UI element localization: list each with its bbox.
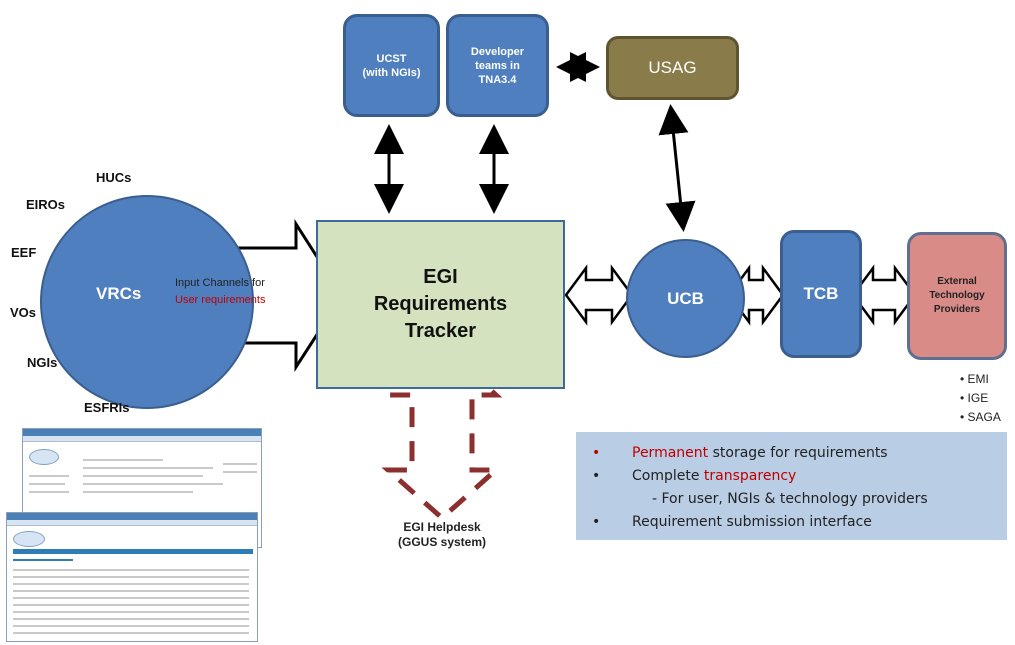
helpdesk-label: EGI Helpdesk (GGUS system) <box>382 520 502 550</box>
vrc-group-vos: VOs <box>10 305 37 320</box>
helpdesk-line2: (GGUS system) <box>397 535 487 549</box>
tcb-label: TCB <box>803 284 839 303</box>
tcb-box: TCB <box>780 230 862 358</box>
provider-ige: IGE <box>967 391 989 405</box>
developer-teams-box: Developer teams in TNA3.4 <box>446 14 549 117</box>
vrcs-circle <box>40 195 254 409</box>
tracker-ucb-double-arrow <box>564 264 634 326</box>
input-channels-line1: Input Channels for <box>175 277 265 289</box>
feature-item: • Complete transparency <box>592 465 1007 488</box>
external-line1: External <box>937 276 977 287</box>
vrc-group-esfris: ESFRIs <box>84 400 130 415</box>
external-line3: Providers <box>933 304 981 315</box>
vrc-group-eiros: EIROs <box>26 197 66 212</box>
feature-text: Requirement submission interface <box>632 514 872 530</box>
feature-subtext: - For user, NGIs & technology providers <box>652 491 928 507</box>
provider-saga: SAGA <box>967 410 1001 424</box>
provider-item: • EMI <box>960 372 989 386</box>
ucb-circle: UCB <box>626 239 745 358</box>
external-providers-box: External Technology Providers <box>907 232 1007 360</box>
developer-line2: teams in <box>475 59 520 72</box>
tracker-line2: Requirements <box>373 293 508 315</box>
bullet-icon: • <box>592 445 601 461</box>
input-channels-line2: User requirements <box>175 294 266 306</box>
ucst-box: UCST (with NGIs) <box>343 14 440 117</box>
vrc-group-hucs: HUCs <box>96 170 132 185</box>
input-channels-text: Input Channels for User requirements <box>175 275 300 309</box>
feature-subitem: - For user, NGIs & technology providers <box>592 488 1007 511</box>
provider-emi: EMI <box>967 372 989 386</box>
vrc-group-eef: EEF <box>11 245 37 260</box>
feature-item: • Requirement submission interface <box>592 511 1007 534</box>
feature-item: • Permanent storage for requirements <box>592 442 1007 465</box>
vrc-group-ngis: NGIs <box>27 355 58 370</box>
ggus-tickets-screenshot <box>6 512 258 642</box>
developer-line1: Developer <box>470 45 525 58</box>
provider-item: • SAGA <box>960 410 1001 424</box>
tracker-line1: EGI <box>423 266 458 288</box>
feature-highlight: Permanent <box>632 445 709 461</box>
features-infobox: • Permanent storage for requirements • C… <box>576 432 1007 540</box>
provider-list: • EMI • IGE • SAGA <box>960 370 1001 427</box>
tcb-external-double-arrow <box>851 264 917 326</box>
bullet-icon: • <box>592 514 601 530</box>
feature-highlight: transparency <box>703 468 797 484</box>
bullet-icon: • <box>592 468 601 484</box>
provider-item: • IGE <box>960 391 989 405</box>
requirements-tracker-box: EGI Requirements Tracker <box>316 220 565 389</box>
external-line2: Technology <box>929 290 985 301</box>
vrcs-label: VRCs <box>96 284 142 303</box>
ucb-label: UCB <box>667 288 704 308</box>
usag-label: USAG <box>648 58 697 77</box>
developer-line3: TNA3.4 <box>478 73 517 86</box>
helpdesk-line1: EGI Helpdesk <box>403 520 481 534</box>
usag-box: USAG <box>606 36 739 100</box>
tracker-line3: Tracker <box>404 320 477 342</box>
feature-text: Complete <box>632 468 704 484</box>
ucst-line2: (with NGIs) <box>362 66 421 79</box>
helpdesk-dashed-arrow <box>381 341 503 522</box>
feature-text: storage for requirements <box>708 445 888 461</box>
usag-ucb-arrow <box>658 104 696 232</box>
ucst-line1: UCST <box>376 52 407 65</box>
